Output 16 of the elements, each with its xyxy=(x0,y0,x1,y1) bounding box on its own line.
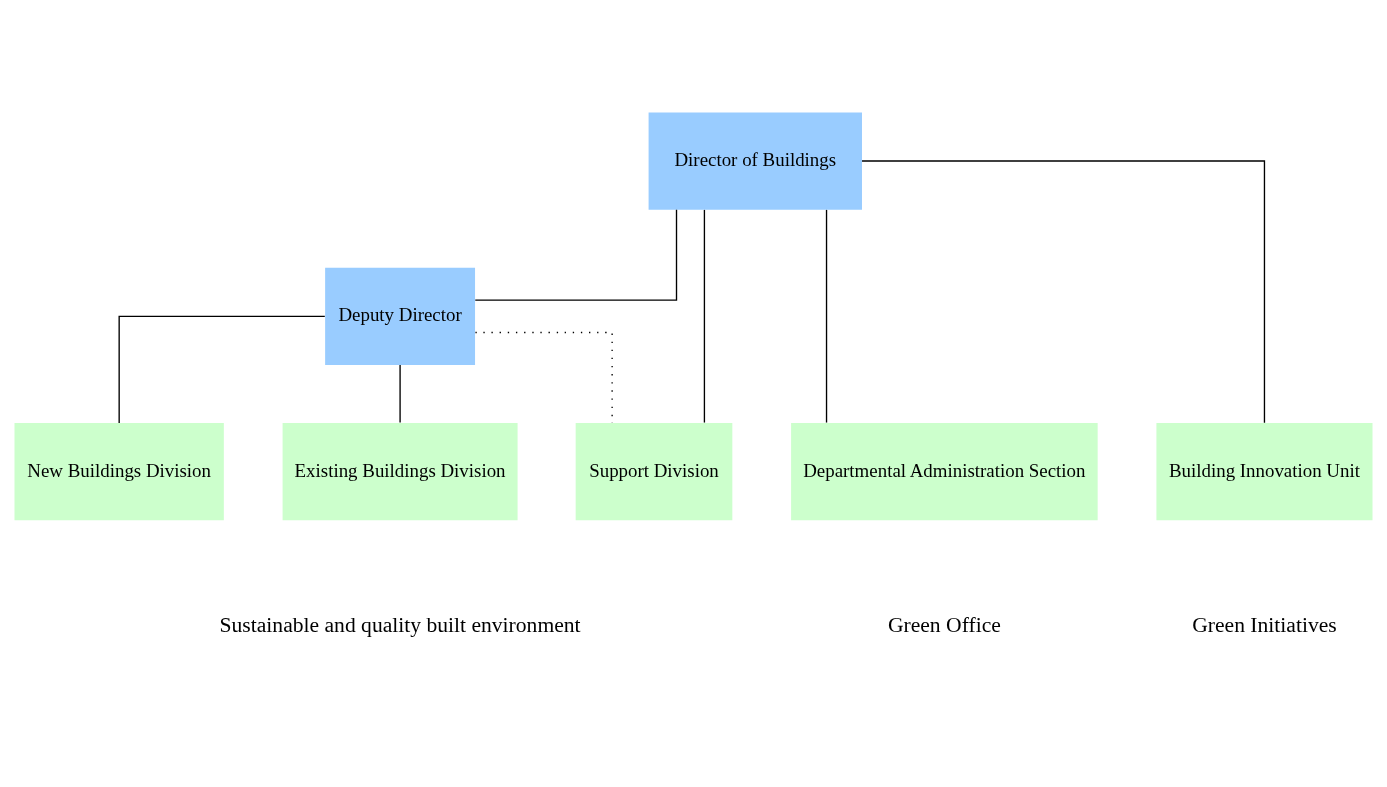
node-box: Director of Buildings xyxy=(648,111,862,210)
node-box: Support Division xyxy=(575,422,733,520)
label: Green Office xyxy=(887,612,1001,637)
connector xyxy=(474,208,678,301)
node-box: Existing Buildings Division xyxy=(282,422,518,520)
node-box: Deputy Director xyxy=(325,267,476,365)
label: Green Initiatives xyxy=(1192,612,1337,637)
node-box: Departmental Administration Section xyxy=(791,422,1098,520)
connector xyxy=(399,363,401,423)
label: Sustainable and quality built environment xyxy=(219,612,581,637)
connector xyxy=(825,208,828,423)
connector xyxy=(861,159,1266,423)
connector xyxy=(118,315,326,424)
node-box: Building Innovation Unit xyxy=(1156,422,1373,520)
node-box: New Buildings Division xyxy=(14,422,224,520)
connector xyxy=(703,208,706,423)
